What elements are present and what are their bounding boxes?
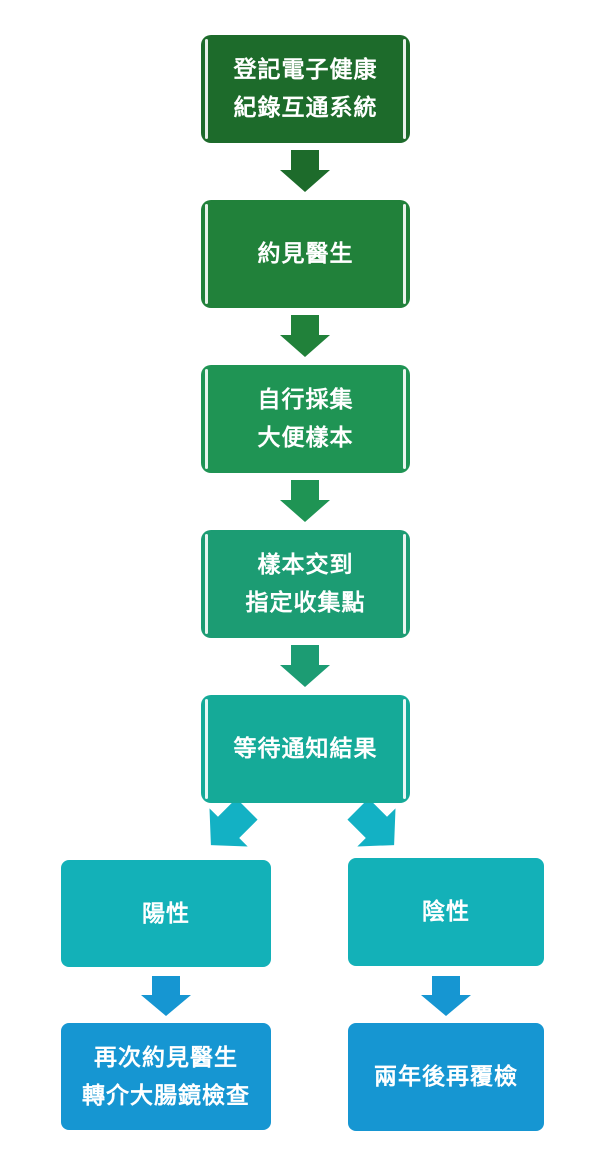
arrow-step1-to-step2 (280, 150, 330, 192)
arrow-positive-to-outcome (141, 976, 191, 1016)
outcome-label: 再次約見醫生 轉介大腸鏡檢查 (82, 1044, 250, 1109)
step-deliver-sample: 樣本交到 指定收集點 (201, 530, 410, 638)
step-register-ehr: 登記電子健康 紀錄互通系統 (201, 35, 410, 143)
arrow-to-positive (209, 798, 258, 847)
result-label: 陰性 (422, 899, 470, 925)
arrow-negative-to-outcome (421, 976, 471, 1016)
result-negative: 陰性 (348, 858, 544, 966)
arrow-step4-to-step5 (280, 645, 330, 687)
step-see-doctor: 約見醫生 (201, 200, 410, 308)
step-label: 自行採集 大便樣本 (257, 387, 354, 451)
result-label: 陽性 (142, 900, 190, 927)
result-positive: 陽性 (61, 860, 271, 967)
step-label: 樣本交到 指定收集點 (245, 552, 366, 616)
arrow-step2-to-step3 (280, 315, 330, 357)
step-collect-sample: 自行採集 大便樣本 (201, 365, 410, 473)
step-label: 等待通知結果 (233, 736, 378, 762)
step-await-result: 等待通知結果 (201, 695, 410, 803)
step-label: 約見醫生 (257, 241, 354, 267)
step-label: 登記電子健康 紀錄互通系統 (233, 57, 378, 121)
outcome-positive: 再次約見醫生 轉介大腸鏡檢查 (61, 1023, 271, 1130)
outcome-negative: 兩年後再覆檢 (348, 1023, 544, 1131)
arrow-to-negative (347, 798, 396, 847)
outcome-label: 兩年後再覆檢 (374, 1064, 518, 1090)
arrow-step3-to-step4 (280, 480, 330, 522)
